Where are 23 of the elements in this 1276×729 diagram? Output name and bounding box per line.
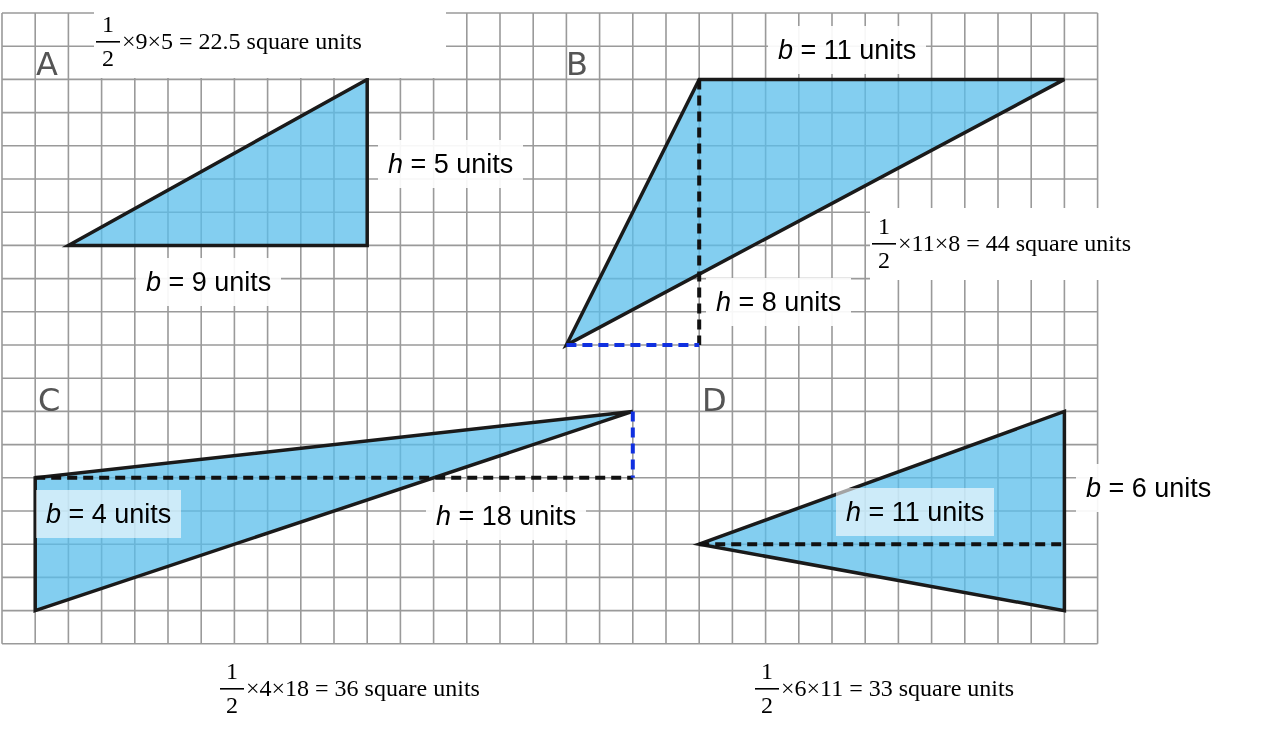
area-formula: ×9×5 = 22.5 square units	[122, 27, 362, 55]
figure-letter: A	[36, 46, 58, 82]
measurement-label: h = 18 units	[426, 492, 587, 540]
measurement-label: b = 4 units	[36, 490, 182, 538]
fraction-denominator: 2	[226, 691, 238, 719]
area-formula: ×6×11 = 33 square units	[781, 674, 1015, 702]
figure-letter: D	[702, 382, 727, 418]
fraction-numerator: 1	[878, 212, 890, 240]
measurement-label: b = 9 units	[136, 258, 282, 306]
fraction-numerator: 1	[761, 657, 773, 685]
measurement-label: b = 11 units	[768, 26, 927, 74]
measurement-label: h = 8 units	[706, 278, 852, 326]
fraction-numerator: 1	[226, 657, 238, 685]
fraction-denominator: 2	[878, 246, 890, 274]
fraction-denominator: 2	[761, 691, 773, 719]
figure-letter: C	[38, 382, 61, 418]
measurement-label: h = 5 units	[378, 140, 524, 188]
figure-letter: B	[566, 46, 588, 82]
fraction-numerator: 1	[102, 10, 114, 38]
area-formula: ×11×8 = 44 square units	[898, 229, 1132, 257]
fraction-denominator: 2	[102, 44, 114, 72]
area-formula: ×4×18 = 36 square units	[246, 674, 480, 702]
measurement-label: h = 11 units	[836, 488, 995, 536]
